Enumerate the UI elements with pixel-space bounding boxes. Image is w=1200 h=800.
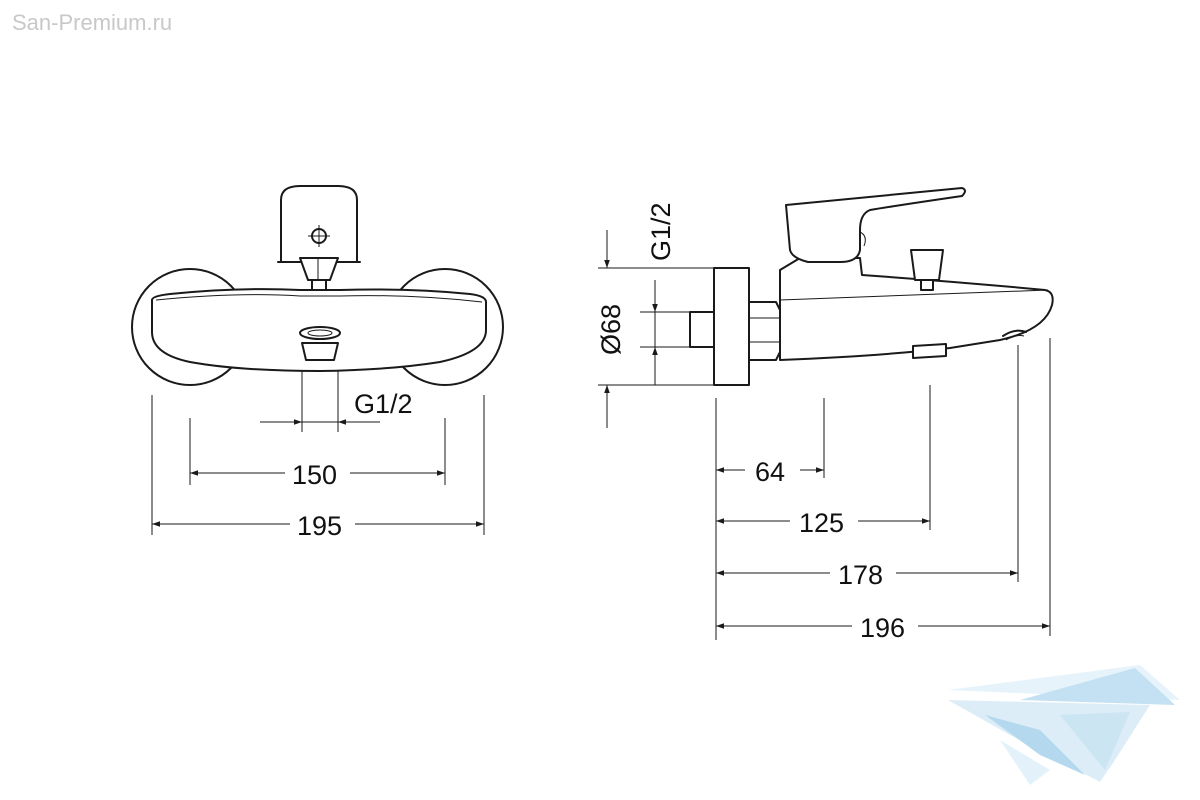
mixer-top-edge: [155, 294, 483, 303]
bathtub-logo-icon: [948, 665, 1180, 785]
dim-label-196: 196: [860, 613, 905, 643]
side-lever: [785, 187, 966, 263]
watermark-text: San-Premium.ru: [12, 10, 173, 35]
thread-label-front: G1/2: [354, 389, 413, 419]
lever-handle: [280, 185, 358, 263]
flange-diameter-label: Ø68: [596, 304, 626, 355]
dim-label-150: 150: [292, 460, 337, 490]
cartridge-neck: [299, 257, 339, 281]
side-aerator: [1002, 329, 1027, 337]
dim-label-64: 64: [755, 457, 785, 487]
dim-label-195: 195: [297, 511, 342, 541]
dim-label-125: 125: [799, 508, 844, 538]
side-view: G1/2 Ø68 64 125 178 196: [596, 187, 1054, 643]
side-diverter-knob: [910, 249, 944, 281]
side-outlet: [912, 343, 947, 359]
dim-label-178: 178: [838, 560, 883, 590]
side-flange: [713, 267, 750, 386]
thread-label-side: G1/2: [646, 202, 676, 261]
front-view: G1/2 150 195: [131, 185, 504, 541]
inlet-nipple: [689, 311, 715, 348]
aerator: [299, 326, 341, 340]
diverter: [301, 342, 339, 361]
hex-nut: [748, 301, 781, 361]
